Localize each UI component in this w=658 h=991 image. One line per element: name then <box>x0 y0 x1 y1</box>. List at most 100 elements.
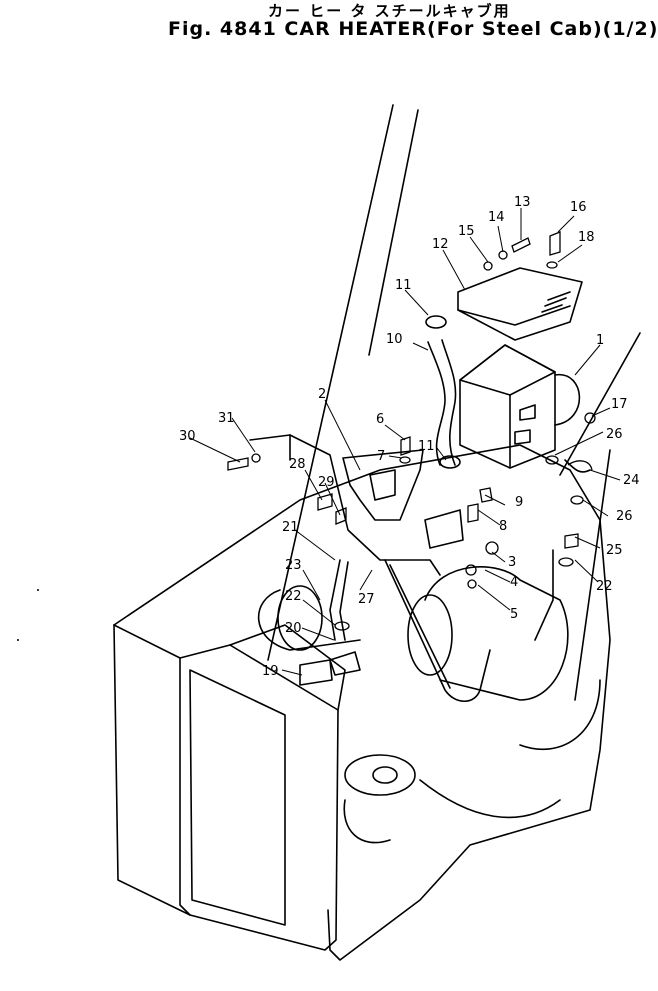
clamp-22a <box>334 621 350 631</box>
duct-clamp-bottom <box>439 455 461 469</box>
callout-19: 19 <box>262 664 279 679</box>
leader-30 <box>189 437 241 463</box>
callout-1: 1 <box>596 333 604 348</box>
callout-26b: 26 <box>616 509 633 524</box>
leader-11a <box>404 289 429 316</box>
cab-wall <box>289 434 441 576</box>
leader-12 <box>442 249 466 291</box>
callout-12: 12 <box>432 237 449 252</box>
bracket-plate <box>342 449 424 521</box>
clamp-22b <box>558 557 574 567</box>
washer-14 <box>498 250 508 260</box>
leader-7 <box>388 455 403 459</box>
leader-18 <box>557 244 583 263</box>
callout-29: 29 <box>318 475 335 490</box>
leader-14 <box>497 225 504 253</box>
leader-20 <box>301 627 335 641</box>
bolt-6 <box>400 436 411 456</box>
callout-23: 23 <box>285 558 302 573</box>
stray-dot-1 <box>37 589 39 591</box>
heater-box-top <box>459 344 556 396</box>
callout-9: 9 <box>515 495 523 510</box>
callout-22a: 22 <box>285 589 302 604</box>
washer-7 <box>399 456 411 464</box>
leader-31 <box>231 417 256 453</box>
hose-left <box>329 559 341 641</box>
callout-27: 27 <box>358 592 375 607</box>
heater-cover-fold <box>457 305 571 326</box>
radiator-front <box>179 644 339 951</box>
callout-24: 24 <box>623 473 640 488</box>
valve-body <box>424 509 464 549</box>
flex-duct <box>427 341 446 466</box>
flex-duct-2 <box>441 339 457 466</box>
bolt-28 <box>317 493 333 511</box>
cylinder-left-end <box>277 585 323 651</box>
leader-8 <box>477 509 501 526</box>
leader-17 <box>591 407 611 417</box>
housing-left-face <box>113 624 181 659</box>
callout-11a: 11 <box>395 278 412 293</box>
callout-25: 25 <box>606 543 623 558</box>
heater-outlet-2 <box>514 429 531 445</box>
callout-14: 14 <box>488 210 505 225</box>
pulley-inner <box>372 766 398 784</box>
leader-10 <box>412 342 429 351</box>
callout-26a: 26 <box>606 427 623 442</box>
hose-left-2 <box>339 561 349 641</box>
leader-27 <box>359 569 373 591</box>
clip-29 <box>335 507 347 525</box>
pulley-outer <box>344 754 416 796</box>
exploded-view-drawing: 1 2 3 4 5 6 7 8 9 10 11 11 12 13 14 15 1… <box>17 104 641 961</box>
bracket-plate-cutout <box>369 469 396 501</box>
hose-right-1 <box>564 459 591 473</box>
tank-end <box>407 594 453 676</box>
radiator-top <box>229 624 346 711</box>
washer-4 <box>465 564 477 576</box>
clamp-25 <box>564 533 579 549</box>
leader-11b <box>436 447 447 461</box>
leader-9 <box>484 494 506 506</box>
callout-2: 2 <box>318 387 326 402</box>
heater-cover-grille <box>541 291 571 313</box>
leader-24 <box>589 469 621 481</box>
heater-outlet-1 <box>519 404 536 421</box>
heater-blower <box>554 374 581 426</box>
callout-20: 20 <box>285 621 302 636</box>
cab-pillar-right <box>559 332 641 476</box>
leader-1 <box>574 344 601 376</box>
cock-body <box>299 659 333 686</box>
title-page: (1/2) <box>602 18 658 40</box>
parts-diagram-sheet: カー ヒー タ スチールキャブ用 Fig. 4841 CAR HEATER(Fo… <box>17 2 657 961</box>
cylinder-left <box>257 589 361 651</box>
title-english: Fig. 4841 CAR HEATER(For Steel Cab)(1/2) <box>168 18 658 40</box>
hose-connector <box>329 651 361 676</box>
leader-2 <box>324 399 361 471</box>
pulley-hub <box>343 799 391 844</box>
callout-7: 7 <box>377 449 385 464</box>
leader-22a <box>302 599 336 626</box>
bolt-30 <box>227 457 249 471</box>
callout-18: 18 <box>578 230 595 245</box>
leader-16 <box>557 215 575 233</box>
callout-6: 6 <box>376 412 384 427</box>
clamp-26b <box>570 495 584 505</box>
callout-21: 21 <box>282 520 299 535</box>
callout-5: 5 <box>510 607 518 622</box>
hose-right-2 <box>534 549 554 641</box>
leader-6 <box>384 424 406 441</box>
cab-frame-line-left <box>267 104 394 661</box>
heater-cover <box>457 267 583 341</box>
leader-19 <box>281 669 303 676</box>
callout-22b: 22 <box>596 579 613 594</box>
callout-3: 3 <box>508 555 516 570</box>
title-variant: For Steel Cab <box>436 18 593 40</box>
pin-9 <box>479 487 493 503</box>
callout-4: 4 <box>510 575 518 590</box>
tank-body <box>424 566 569 701</box>
washer-15 <box>483 261 493 271</box>
washer-5 <box>467 579 477 589</box>
leader-4 <box>484 569 511 583</box>
callout-31: 31 <box>218 411 235 426</box>
leader-26a <box>554 431 604 456</box>
